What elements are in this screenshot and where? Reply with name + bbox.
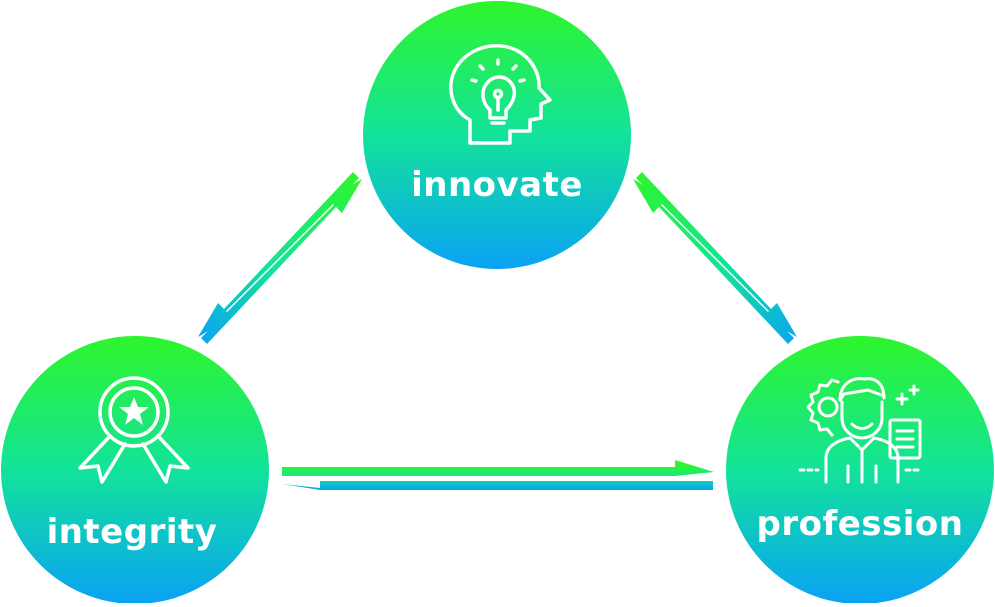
arrow-to-integrity	[198, 172, 359, 337]
head-lightbulb-icon	[449, 44, 552, 145]
award-ribbon-icon	[78, 376, 190, 484]
arrow-to-innovate	[201, 179, 362, 344]
connector-innovate-integrity	[198, 172, 362, 344]
arrow-to-integrity-horizontal	[282, 481, 713, 490]
node-integrity-label: integrity	[46, 512, 218, 552]
node-innovate-label: innovate	[411, 165, 583, 205]
arrow-to-profession-horizontal	[282, 460, 714, 476]
node-profession-circle	[726, 336, 994, 604]
professional-person-icon	[798, 377, 924, 484]
node-profession-label: profession	[756, 504, 964, 544]
node-innovate-circle	[363, 1, 631, 269]
connector-integrity-profession	[282, 460, 714, 490]
connector-innovate-profession	[633, 172, 797, 344]
arrow-to-profession	[636, 172, 797, 337]
arrow-to-innovate-from-profession	[633, 179, 794, 344]
node-integrity-circle	[1, 336, 269, 604]
